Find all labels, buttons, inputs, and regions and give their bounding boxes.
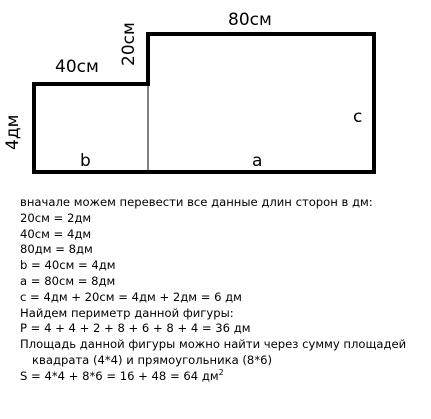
conversion-line: c = 4дм + 20см = 4дм + 2дм = 6 дм [20,289,242,304]
conversion-line: 80дм = 8дм [20,242,93,257]
label-bottom-left: b [80,151,91,171]
intro-line: вначале можем перевести все данные длин … [20,195,373,209]
area-formula: S = 4*4 + 8*6 = 16 + 48 = 64 дм [20,368,219,383]
conversion-line: 40см = 4дм [20,226,92,241]
label-right-side: c [353,107,362,127]
area-heading-continued: квадрата (4*4) и прямоугольника (8*6) [32,352,273,367]
conversion-line: a = 80см = 8дм [20,273,116,288]
area-heading: Площадь данной фигуры можно найти через … [20,337,407,352]
label-top-width: 80см [228,10,272,30]
label-bottom-right: a [252,151,262,171]
perimeter-heading: Найдем периметр данной фигуры: [20,305,234,320]
conversion-line: 20см = 2дм [20,210,92,225]
area-formula-line: S = 4*4 + 8*6 = 16 + 48 = 64 дм2 [20,367,428,385]
solution-text: вначале можем перевести все данные длин … [20,195,428,385]
area-unit-superscript: 2 [218,367,224,377]
label-left-top: 40см [55,57,99,77]
label-step-height: 20см [119,22,139,66]
label-left-side: 4дм [3,115,23,150]
conversion-line: b = 40см = 4дм [20,258,116,273]
figure-diagram: 80см 20см 40см 4дм c b a [3,10,376,174]
perimeter-formula: P = 4 + 4 + 2 + 8 + 6 + 8 + 4 = 36 дм [20,321,251,336]
